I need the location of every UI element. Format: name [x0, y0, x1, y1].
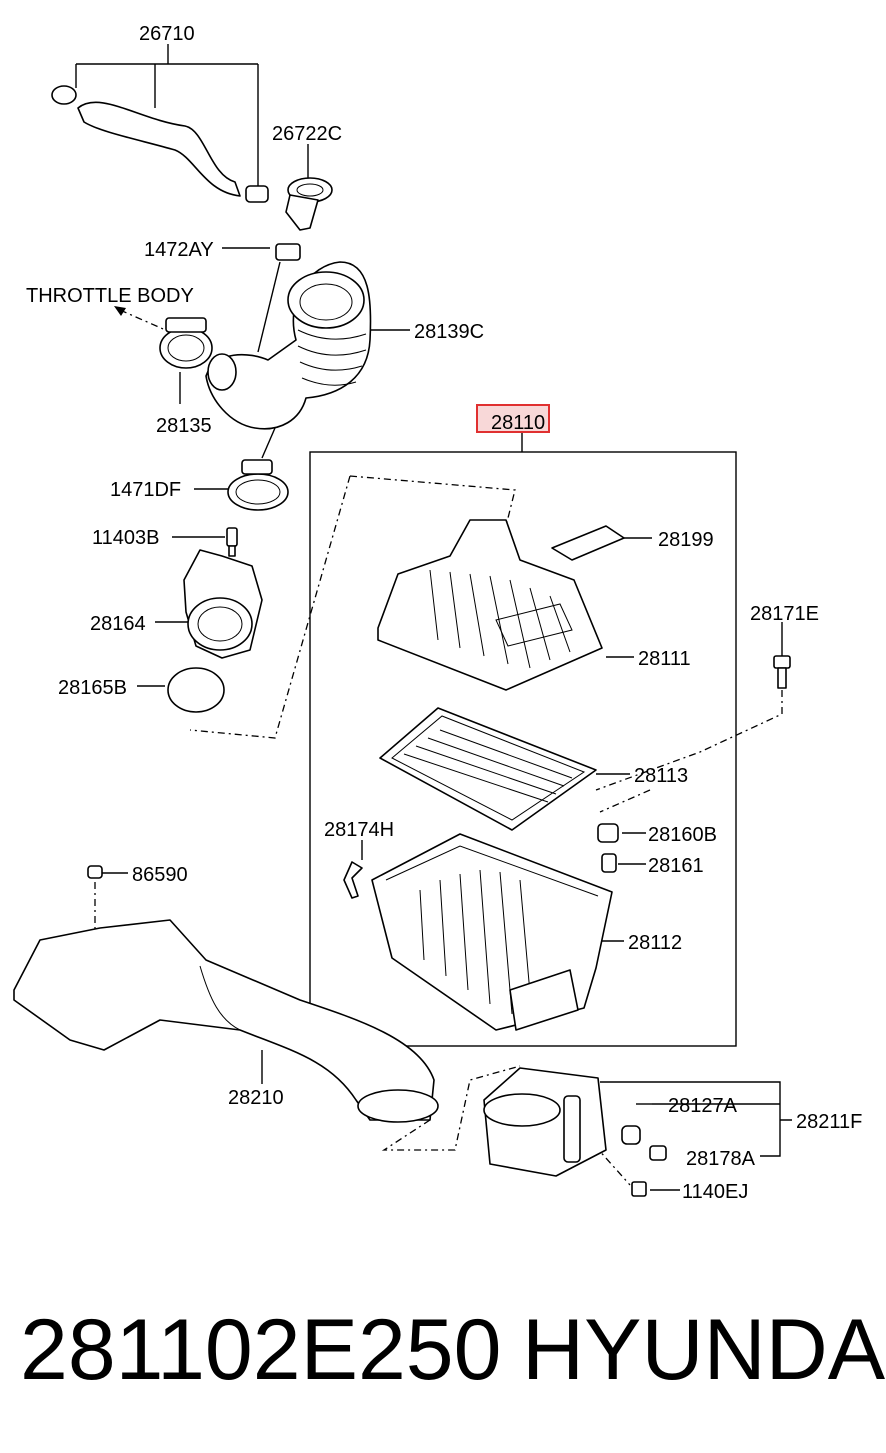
air-cleaner-body: [371, 833, 613, 1031]
label-28178A: 28178A: [686, 1148, 756, 1170]
selected-part-highlight: [476, 404, 550, 433]
resonator: [483, 1067, 607, 1177]
mounting-bolt: [773, 655, 791, 689]
label-86590: 86590: [132, 864, 188, 886]
air-intake-duct: [13, 919, 439, 1123]
hose-clamp-upper: [159, 317, 213, 369]
leader-lines: [75, 44, 792, 1191]
callout-labels: 26710 26722C 1472AY THROTTLE BODY 28139C…: [26, 23, 862, 1203]
hose-clip: [275, 243, 301, 261]
label-28174H: 28174H: [324, 819, 394, 841]
wire-clip: [343, 861, 363, 899]
label-26722C: 26722C: [272, 123, 342, 145]
label-26710: 26710: [139, 23, 195, 45]
label-28165B: 28165B: [58, 677, 127, 699]
part-number: 281102E250: [20, 1302, 502, 1398]
air-filter-element: [379, 707, 597, 831]
pcv-connector: [285, 177, 333, 231]
label-1471DF: 1471DF: [110, 479, 181, 501]
label-28210: 28210: [228, 1087, 284, 1109]
label-28111: 28111: [638, 648, 691, 670]
hose-clamp-lower: [227, 459, 289, 511]
label-28127A: 28127A: [668, 1095, 738, 1117]
footer: 281102E250 HYUNDAI: [0, 1290, 886, 1410]
label-28110[interactable]: 28110: [491, 412, 545, 434]
label-28135: 28135: [156, 415, 212, 437]
label-11403B: 11403B: [92, 527, 159, 549]
label-28161: 28161: [648, 855, 704, 877]
label-28171E: 28171E: [750, 603, 819, 625]
air-cleaner-cover: [377, 519, 603, 691]
resonator-grommet: [621, 1125, 641, 1145]
label-28199: 28199: [658, 529, 714, 551]
brand-name: HYUNDAI: [522, 1302, 886, 1398]
label-1140EJ: 1140EJ: [682, 1181, 748, 1203]
label-28211F: 28211F: [796, 1111, 862, 1133]
resonator-bolt: [631, 1181, 647, 1197]
push-clip: [87, 865, 103, 879]
insulator: [601, 853, 617, 873]
label-28164: 28164: [90, 613, 146, 635]
air-flow-sensor: [183, 549, 263, 659]
grommet: [597, 823, 619, 843]
breather-hose: [51, 85, 269, 203]
label-28160B: 28160B: [648, 824, 717, 846]
service-label: [551, 525, 625, 561]
assembly-outline: [189, 475, 516, 739]
parts-diagram: 26710 26722C 1472AY THROTTLE BODY 28139C…: [13, 23, 862, 1203]
label-throttle-body: THROTTLE BODY: [26, 285, 194, 307]
mounting-screw: [226, 527, 238, 557]
resonator-insulator: [649, 1145, 667, 1161]
label-1472AY: 1472AY: [144, 239, 214, 261]
label-28139C: 28139C: [414, 321, 484, 343]
label-28112: 28112: [628, 932, 682, 954]
label-28113: 28113: [634, 765, 688, 787]
intake-hose: [205, 261, 372, 430]
sensor-gasket: [167, 667, 225, 713]
